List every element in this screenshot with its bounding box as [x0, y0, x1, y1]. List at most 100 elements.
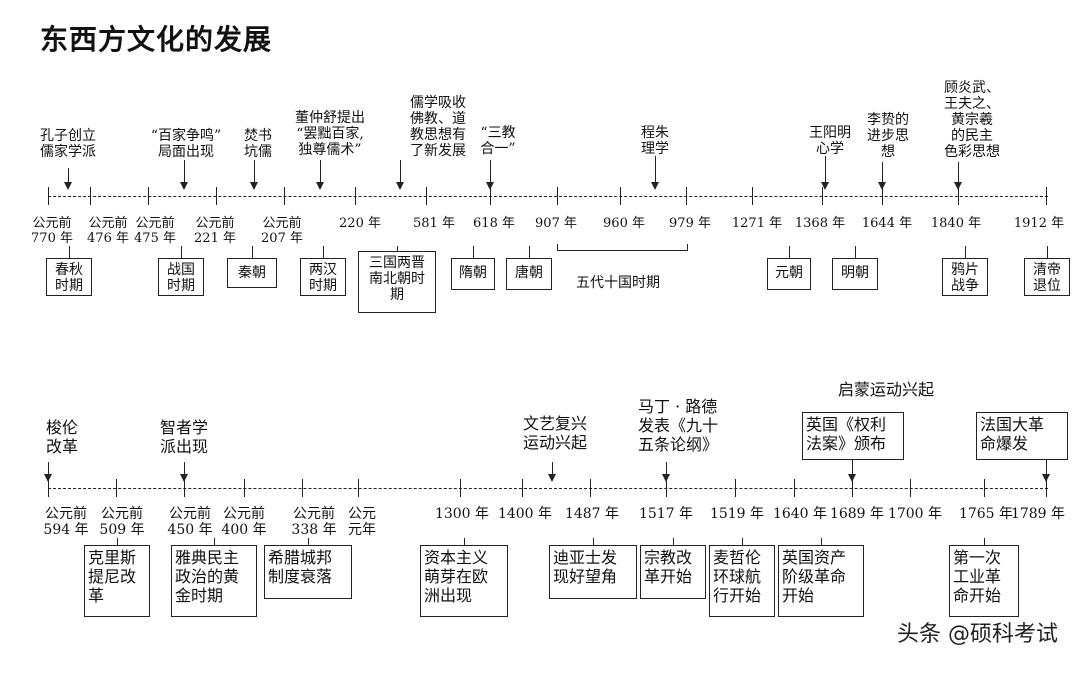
date-label: 公元前 475 年 [134, 216, 176, 246]
date-label: 1300 年 [434, 506, 490, 522]
period-box: 清帝 退位 [1024, 258, 1070, 296]
period-connector [323, 246, 324, 258]
timeline-tick [794, 479, 795, 497]
date-label: 960 年 [603, 216, 645, 231]
timeline-tick [984, 479, 985, 497]
event-pointer-stem [882, 162, 883, 182]
date-label: 公元前 400 年 [221, 506, 267, 538]
date-label: 1700 年 [887, 506, 943, 522]
event-pointer-stem [825, 156, 826, 182]
date-label: 907 年 [535, 216, 577, 231]
period-connector [397, 246, 398, 251]
timeline-axis-east [48, 196, 1048, 197]
boxed-event: 法国大革 命爆发 [976, 412, 1068, 460]
period-box: 克里斯 提尼改 革 [84, 545, 150, 617]
period-connector [984, 538, 985, 545]
period-connector [821, 538, 822, 545]
period-box: 希腊城邦 制度衰落 [264, 545, 352, 599]
event-pointer-stem [552, 462, 553, 474]
timeline-tick [620, 187, 621, 205]
timeline-tick [557, 187, 558, 205]
event-arrow [250, 182, 258, 190]
timeline-tick [822, 187, 823, 205]
event-arrow [1042, 474, 1050, 482]
period-box: 资本主义 萌芽在欧 洲出现 [420, 545, 508, 617]
timeline-tick [358, 479, 359, 497]
date-label: 1765 年 [958, 506, 1014, 522]
period-box: 战国 时期 [158, 258, 204, 296]
event-arrow [848, 474, 856, 482]
date-label: 1644 年 [861, 216, 913, 231]
event-arrow [180, 474, 188, 482]
event-arrow [954, 182, 962, 190]
timeline-tick [184, 479, 185, 497]
event-label: 李贽的 进步思 想 [867, 112, 909, 160]
event-label: 梭伦 改革 [45, 418, 79, 456]
date-label: 公元 元年 [348, 506, 376, 538]
event-pointer-stem [655, 156, 656, 182]
date-label: 1912 年 [1013, 216, 1065, 231]
event-arrow [396, 182, 404, 190]
period-brace [557, 244, 688, 251]
event-arrow [64, 182, 72, 190]
event-label: 马丁 · 路德 发表《九十 五条论纲》 [637, 397, 719, 454]
timeline-tick [426, 187, 427, 205]
event-label: “百家争鸣” 局面出现 [150, 128, 222, 160]
section-header: 启蒙运动兴起 [837, 380, 935, 399]
event-pointer-stem [320, 160, 321, 182]
timeline-tick [522, 479, 523, 497]
event-arrow [662, 474, 670, 482]
period-connector [117, 538, 118, 545]
event-label: 文艺复兴 运动兴起 [522, 414, 588, 452]
date-label: 1517 年 [638, 506, 694, 522]
date-label: 公元前 509 年 [99, 506, 145, 538]
period-connector [593, 538, 594, 545]
timeline-tick [244, 479, 245, 497]
period-box: 宗教改 革开始 [640, 545, 706, 599]
event-pointer-stem [254, 160, 255, 182]
timeline-tick [666, 479, 667, 497]
timeline-tick [1046, 187, 1047, 205]
timeline-tick [460, 479, 461, 497]
period-connector [1047, 246, 1048, 258]
date-label: 1400 年 [497, 506, 553, 522]
event-pointer-stem [68, 168, 69, 182]
event-pointer-stem [48, 462, 49, 474]
event-pointer-stem [490, 160, 491, 182]
date-label: 公元前 338 年 [291, 506, 337, 538]
date-label: 公元前 770 年 [31, 216, 73, 246]
date-label: 220 年 [339, 216, 381, 231]
timeline-tick [148, 187, 149, 205]
period-connector [855, 246, 856, 258]
period-box: 英国资产 阶级革命 开始 [778, 545, 864, 617]
period-connector [308, 538, 309, 545]
timeline-tick [355, 187, 356, 205]
watermark: 头条 @硕科考试 [897, 622, 1058, 647]
period-box: 秦朝 [227, 258, 277, 288]
period-box: 唐朝 [506, 258, 552, 290]
date-label: 1487 年 [564, 506, 620, 522]
timeline-tick [90, 187, 91, 205]
period-box: 两汉 时期 [300, 258, 346, 296]
period-box: 麦哲伦 环球航 行开始 [709, 545, 775, 617]
event-label: 智者学 派出现 [159, 418, 209, 456]
period-connector [673, 538, 674, 545]
timeline-axis-west [48, 488, 1048, 489]
date-label: 公元前 594 年 [43, 506, 89, 538]
period-box: 第一次 工业革 命开始 [949, 545, 1019, 617]
event-label: 王阳明 心学 [809, 125, 851, 157]
date-label: 1519 年 [709, 506, 765, 522]
period-connector [965, 246, 966, 258]
event-arrow [486, 182, 494, 190]
event-pointer-stem [852, 460, 853, 474]
date-label: 1640 年 [772, 506, 828, 522]
timeline-tick [686, 187, 687, 205]
period-connector [214, 538, 215, 545]
event-arrow [548, 474, 556, 482]
timeline-tick [302, 479, 303, 497]
date-label: 1368 年 [794, 216, 846, 231]
event-label: 孔子创立 儒家学派 [40, 128, 96, 160]
period-box: 雅典民主 政治的黄 金时期 [171, 545, 257, 617]
timeline-tick [1046, 479, 1047, 497]
period-box: 鸦片 战争 [942, 258, 988, 296]
